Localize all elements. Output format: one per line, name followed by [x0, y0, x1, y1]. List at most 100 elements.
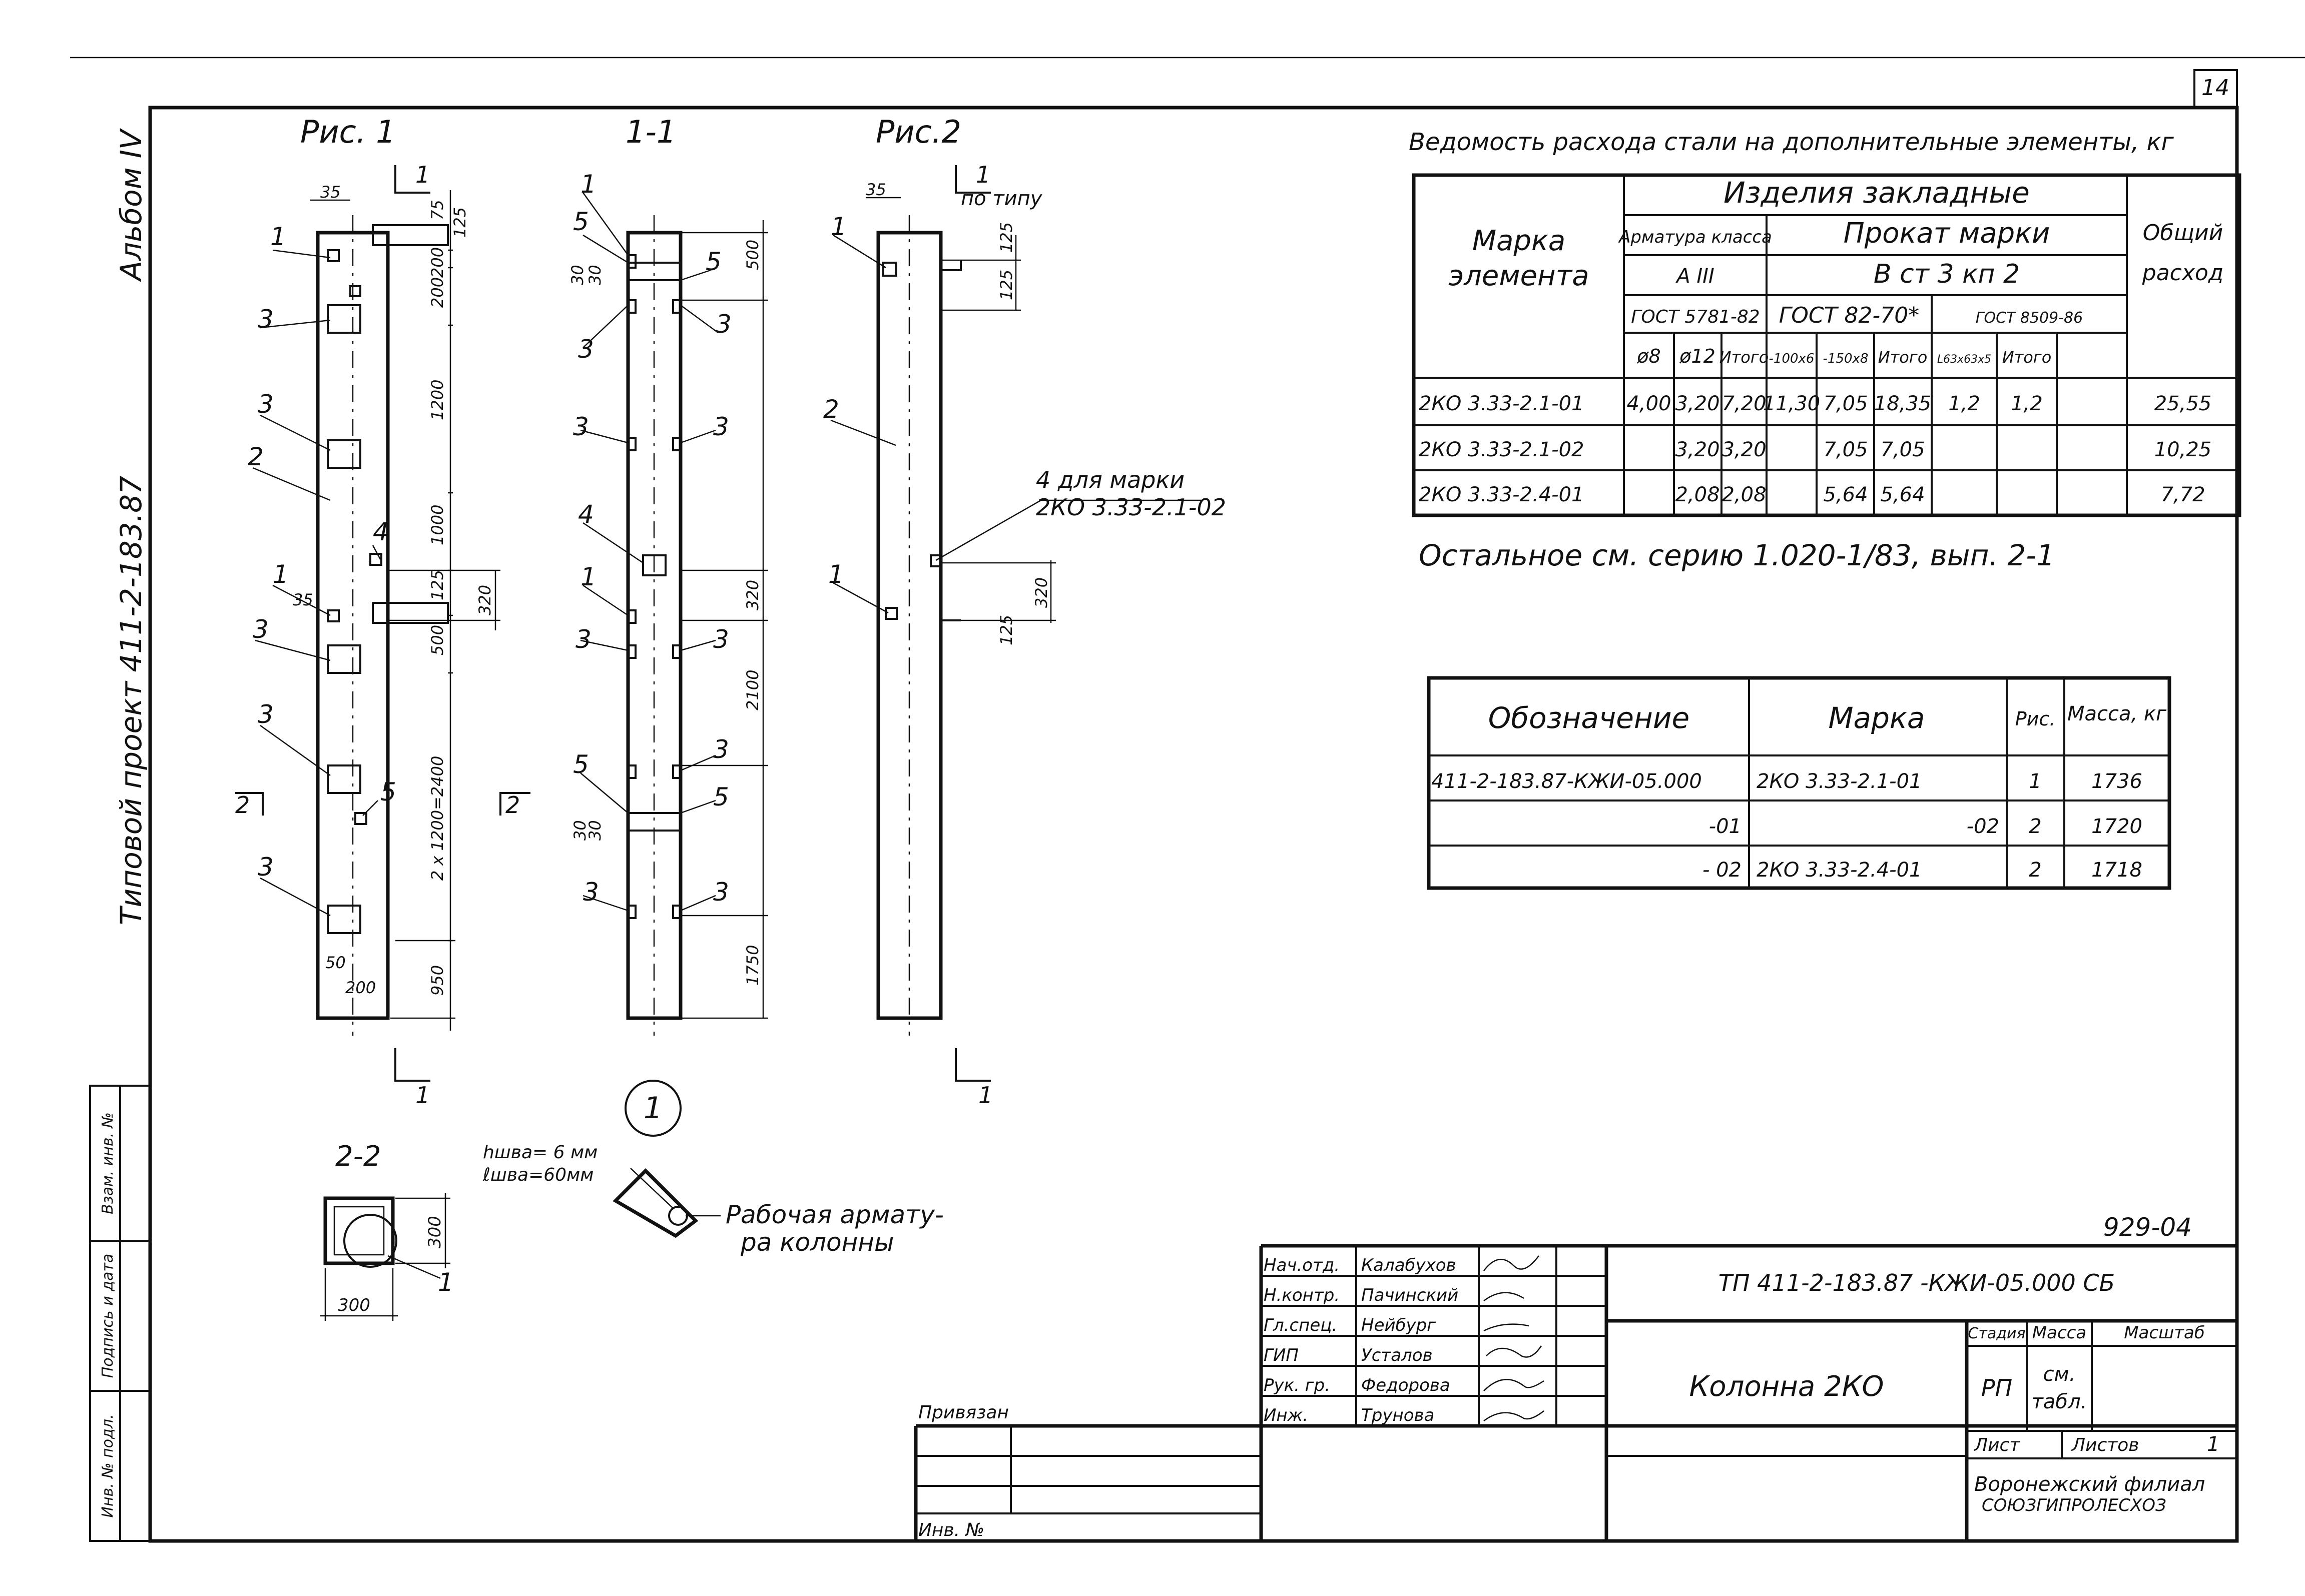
section11-dimensions [681, 220, 768, 1019]
sheet-number: 14 [2201, 75, 2229, 101]
section11-column [626, 215, 683, 1036]
fig1-dim-13: 50 [325, 953, 346, 972]
svg-text:2,08: 2,08 [1721, 483, 1766, 506]
spec-table-grid [1427, 676, 2171, 890]
mark4-note-line1: 4 для марки [1036, 466, 1185, 493]
svg-text:Листов: Листов [2071, 1435, 2139, 1455]
svg-text:18,35: 18,35 [1874, 392, 1932, 415]
svg-text:СОЮЗГИПРОЛЕСХОЗ: СОЮЗГИПРОЛЕСХОЗ [1982, 1495, 2166, 1515]
svg-text:Рис.: Рис. [2015, 708, 2056, 730]
svg-text:Масса, кг: Масса, кг [2067, 702, 2167, 725]
fig2-dim-2: 125 [997, 270, 1016, 300]
svg-text:Взам. инв. №: Взам. инв. № [99, 1112, 117, 1214]
svg-text:-100x6: -100x6 [1769, 351, 1815, 366]
fig1-dim-6: 1000 [428, 505, 447, 545]
svg-text:Масса: Масса [2032, 1323, 2086, 1343]
sec11-dim-4: 2100 [743, 670, 762, 710]
fig1-dimensions [310, 190, 500, 1031]
svg-text:7,05: 7,05 [1823, 438, 1868, 461]
title-block-grid [914, 1244, 2237, 1541]
cut-2-left: 2 [235, 791, 250, 819]
sec11-dim-7: 1750 [743, 945, 762, 986]
cut-2-right: 2 [505, 791, 520, 819]
svg-text:см.: см. [2043, 1363, 2076, 1386]
svg-text:Масштаб: Масштаб [2124, 1323, 2205, 1343]
svg-text:25,55: 25,55 [2154, 392, 2212, 415]
fig2-dim-1: 125 [997, 222, 1016, 253]
fig2-leaders [830, 234, 1201, 614]
svg-text:Нач.отд.: Нач.отд. [1264, 1255, 1340, 1275]
node-callout-circle [625, 1080, 682, 1137]
cut-1-bottom-fig2: 1 [978, 1082, 993, 1109]
fig1-dim-12: 35 [293, 590, 313, 609]
svg-text:Марка: Марка [1829, 701, 1925, 735]
svg-text:Трунова: Трунова [1361, 1405, 1434, 1425]
svg-text:3,20: 3,20 [1675, 438, 1719, 461]
bound-label: Привязан [918, 1402, 1009, 1423]
sec11-callout-5c: 5 [573, 750, 589, 779]
cut-marks [235, 165, 991, 1082]
fig2-column [876, 215, 962, 1036]
svg-text:табл.: табл. [2032, 1390, 2087, 1413]
svg-text:Нейбург: Нейбург [1361, 1315, 1436, 1335]
svg-text:Усталов: Усталов [1361, 1345, 1433, 1365]
svg-text:элемента: элемента [1448, 260, 1589, 292]
svg-text:1718: 1718 [2091, 859, 2142, 882]
svg-text:7,20: 7,20 [1721, 392, 1766, 415]
svg-text:Воронежский филиал: Воронежский филиал [1974, 1473, 2205, 1496]
svg-text:Изделия закладные: Изделия закладные [1723, 176, 2030, 210]
steel-table-note: Остальное см. серию 1.020-1/83, вып. 2-1 [1419, 538, 2055, 572]
sec11-callout-5a: 5 [573, 207, 589, 236]
sec11-callout-3a: 3 [716, 310, 732, 339]
svg-text:Итого: Итого [2002, 348, 2052, 367]
node-callout: 1 [644, 1091, 663, 1126]
drawing-code: 929-04 [2103, 1213, 2192, 1242]
fig1-dim-2: 125 [450, 207, 469, 238]
svg-text:ГИП: ГИП [1264, 1345, 1299, 1365]
svg-text:Марка: Марка [1472, 225, 1565, 257]
svg-text:Прокат марки: Прокат марки [1844, 217, 2050, 250]
fig1-callout-3e: 3 [258, 853, 274, 882]
fig1-dim-5: 1200 [428, 380, 447, 420]
section11-title: 1-1 [626, 114, 676, 150]
rebar-note-line1: Рабочая армату- [726, 1200, 944, 1229]
svg-text:7,72: 7,72 [2160, 483, 2205, 506]
svg-text:Обозначение: Обозначение [1488, 701, 1689, 735]
table-row: - 02 [1702, 859, 1742, 882]
fig2-dimensions [866, 197, 1056, 623]
weld-length: ℓшва=60мм [482, 1165, 594, 1185]
rebar-note-line2: ра колонны [740, 1228, 894, 1257]
svg-text:ГОСТ 5781-82: ГОСТ 5781-82 [1631, 307, 1760, 327]
drawing-frame [148, 106, 2239, 1543]
mark4-note-line2: 2КО 3.33-2.1-02 [1036, 494, 1226, 521]
svg-text:1736: 1736 [2091, 770, 2142, 793]
section22-detail [320, 1193, 450, 1321]
sec11-dim-5: 30 [570, 820, 590, 841]
sec11-dim-6: 30 [586, 820, 605, 841]
steel-table-title: Ведомость расхода стали на дополнительны… [1409, 128, 2174, 156]
steel-table-headers: Марка элемента Изделия закладные Арматур… [1448, 176, 2223, 367]
spec-table: Обозначение Марка Рис. Масса, кг 411-2-1… [1431, 701, 2167, 882]
sec11-callout-3g: 3 [713, 735, 729, 764]
svg-text:-150x8: -150x8 [1823, 351, 1869, 366]
fig1-callout-3a: 3 [258, 305, 274, 334]
svg-text:7,05: 7,05 [1880, 438, 1925, 461]
svg-text:5,64: 5,64 [1823, 483, 1868, 506]
fig1-callout-1: 1 [270, 222, 286, 251]
svg-text:2: 2 [2029, 859, 2041, 882]
svg-text:1,2: 1,2 [2011, 392, 2043, 415]
svg-text:ø12: ø12 [1679, 345, 1715, 367]
svg-text:Итого: Итого [1719, 348, 1769, 367]
fig1-dim-3: 200 [428, 277, 447, 308]
sec22-callout-1: 1 [438, 1268, 454, 1297]
table-row: 411-2-183.87-КЖИ-05.000 [1431, 770, 1702, 793]
svg-text:Итого: Итого [1878, 348, 1928, 367]
svg-text:1: 1 [2029, 770, 2041, 793]
fig1-leaders [252, 249, 381, 917]
sec11-callout-5b: 5 [706, 247, 722, 276]
weld-height: hшва= 6 мм [483, 1142, 598, 1163]
svg-text:3,20: 3,20 [1675, 392, 1719, 415]
svg-text:Рук. гр.: Рук. гр. [1264, 1375, 1330, 1395]
svg-text:В ст 3 кп 2: В ст 3 кп 2 [1874, 259, 2020, 289]
fig1-callout-3d: 3 [258, 700, 274, 729]
